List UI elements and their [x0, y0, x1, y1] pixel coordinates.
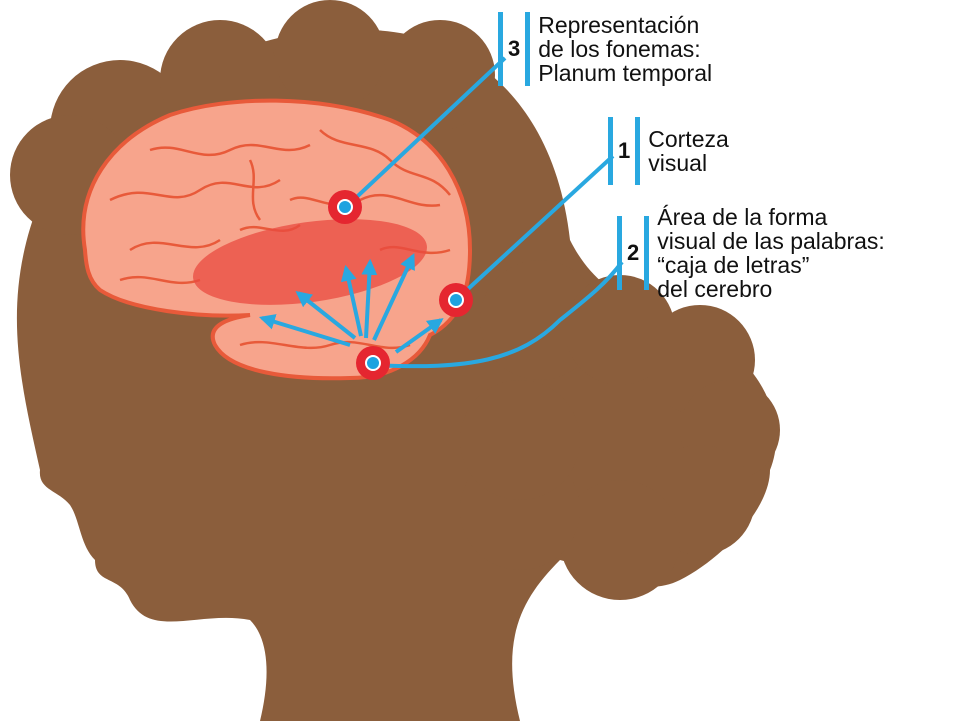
callout-2: 2 Área de la forma visual de las palabra… — [617, 203, 885, 303]
callout-line: “caja de letras” — [657, 253, 885, 277]
marker-3 — [328, 190, 362, 224]
callout-line: Representación — [538, 13, 712, 37]
callout-line: Corteza — [648, 127, 729, 151]
callout-line: Planum temporal — [538, 61, 712, 85]
marker-2 — [356, 346, 390, 380]
callout-line: de los fonemas: — [538, 37, 712, 61]
callout-number: 3 — [503, 38, 525, 60]
marker-1 — [439, 283, 473, 317]
callout-number: 1 — [613, 140, 635, 162]
callout-line: Área de la forma — [657, 205, 885, 229]
callout-line: del cerebro — [657, 277, 885, 301]
callout-text: Área de la forma visual de las palabras:… — [649, 205, 885, 301]
callout-number: 2 — [622, 242, 644, 264]
callout-text: Corteza visual — [640, 127, 729, 175]
callout-text: Representación de los fonemas: Planum te… — [530, 13, 712, 85]
callout-line: visual de las palabras: — [657, 229, 885, 253]
callout-3: 3 Representación de los fonemas: Planum … — [498, 12, 712, 86]
callout-1: 1 Corteza visual — [608, 117, 729, 185]
callout-line: visual — [648, 151, 729, 175]
